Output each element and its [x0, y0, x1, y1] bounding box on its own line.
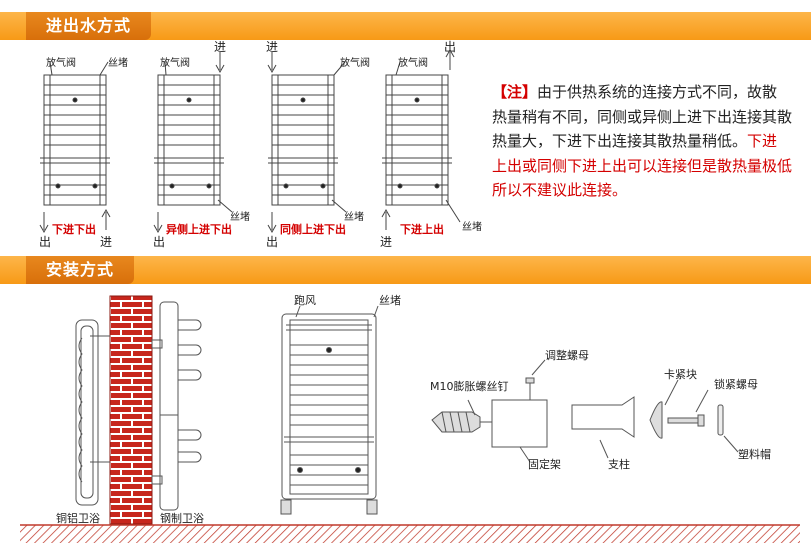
diagram4-arrow-out: 出: [444, 40, 457, 54]
copper-aluminum-radiator: [75, 319, 110, 506]
radiator-diagram-2: [153, 52, 233, 234]
section-bar-install: [0, 256, 811, 284]
section-title-install: 安装方式: [26, 256, 135, 284]
floor-hatch: [20, 525, 800, 543]
label-copper-aluminum: 铜铝卫浴: [56, 512, 100, 525]
diagram1-caption: 下进下出: [52, 223, 96, 236]
diagram2-arrow-out: 出: [153, 235, 166, 249]
diagram4-label-plug: 丝堵: [462, 222, 482, 233]
label-air-vent: 跑风: [294, 294, 316, 307]
plastic-cap: [717, 404, 739, 453]
label-fixed-frame: 固定架: [528, 458, 561, 471]
label-steel: 钢制卫浴: [160, 512, 204, 525]
diagram1-arrow-out: 出: [39, 235, 52, 249]
note-warning: 下进上出或同侧下进上出可以连接但是散热量极低所以不建议此连接。: [492, 132, 793, 199]
diagram2-arrow-in: 进: [214, 40, 227, 54]
label-adjust-nut: 调整螺母: [545, 349, 589, 362]
label-plug: 丝堵: [379, 294, 401, 307]
lock-nut-screw: [667, 389, 709, 427]
diagram3-label-vent: 放气阀: [340, 58, 370, 69]
radiator-diagram-3: [267, 52, 347, 234]
diagram4-arrow-in: 进: [380, 235, 393, 249]
label-plastic-cap: 塑料帽: [738, 448, 771, 461]
steel-radiator: [151, 301, 202, 511]
fixed-frame: [491, 399, 548, 463]
section-title-water: 进出水方式: [26, 12, 152, 40]
diagram2-label-vent: 放气阀: [160, 58, 190, 69]
diagram1-label-vent: 放气阀: [46, 58, 76, 69]
label-lock-nut: 锁紧螺母: [714, 378, 758, 391]
diagram3-arrow-out: 出: [266, 235, 279, 249]
label-expansion-bolt: M10膨胀螺丝钉: [430, 380, 509, 393]
connection-note: 【注】由于供热系统的连接方式不同，故散热量稍有不同，同侧或异侧上进下出连接其散热…: [492, 80, 792, 203]
diagram4-caption: 下进上出: [400, 223, 444, 236]
note-tag: 【注】: [492, 83, 538, 101]
radiator-front-view: [280, 305, 379, 515]
diagram2-label-plug: 丝堵: [230, 212, 250, 223]
expansion-bolt: [431, 399, 495, 433]
diagram1-label-plug: 丝堵: [108, 58, 128, 69]
note-text: 由于供热系统的连接方式不同，故散热量稍有不同，同侧或异侧上进下出连接其散热量大，…: [492, 83, 793, 150]
diagram2-caption: 异侧上进下出: [166, 223, 232, 236]
diagram3-arrow-in: 进: [266, 40, 279, 54]
radiator-diagram-4: [381, 48, 461, 230]
support-post: [571, 396, 635, 459]
diagram3-caption: 同侧上进下出: [280, 223, 346, 236]
wall-brick: [109, 295, 153, 525]
label-clamp-block: 卡紧块: [664, 368, 697, 381]
diagram4-label-vent: 放气阀: [398, 58, 428, 69]
diagram3-label-plug: 丝堵: [344, 212, 364, 223]
radiator-diagram-1: [39, 61, 111, 234]
adjust-screw: [525, 359, 546, 400]
clamp-block: [649, 379, 679, 439]
diagram1-arrow-in: 进: [100, 235, 113, 249]
label-support: 支柱: [608, 458, 630, 471]
